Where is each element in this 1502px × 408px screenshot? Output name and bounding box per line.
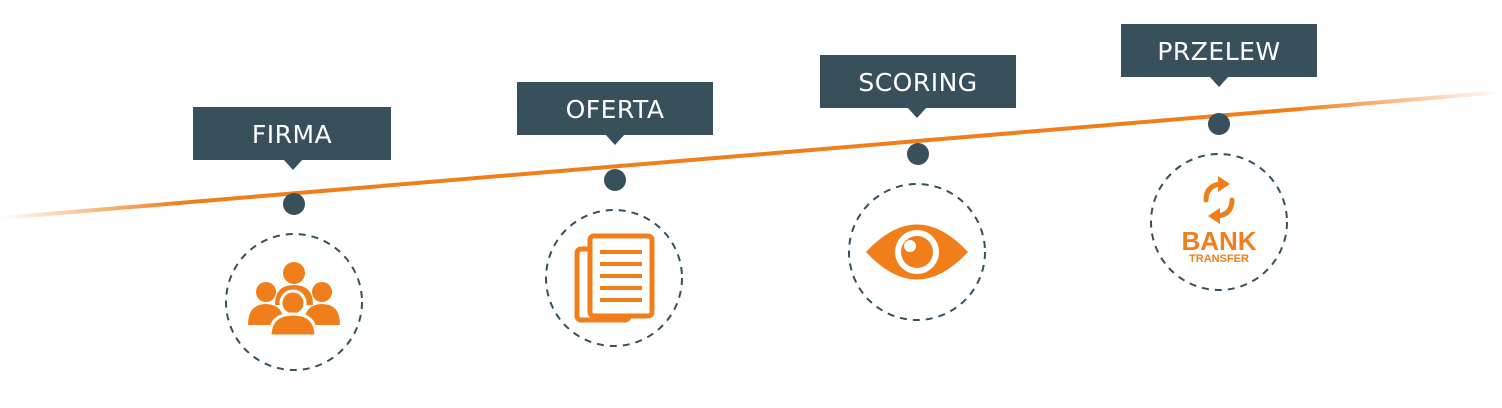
step-dot [604, 169, 626, 191]
people-group-icon [248, 262, 340, 338]
step-icon-ring [225, 233, 363, 371]
step-dot [907, 143, 929, 165]
step-icon-ring [545, 209, 683, 347]
step-label: FIRMA [252, 120, 332, 149]
step-icon-ring [848, 183, 986, 321]
step-firma: FIRMA [193, 107, 391, 371]
step-label: SCORING [858, 68, 977, 97]
documents-icon [574, 233, 655, 323]
transfer-arrows-icon [1203, 181, 1235, 219]
step-label-box [820, 55, 1016, 108]
bank-transfer-icon: BANK TRANSFER [1181, 176, 1257, 265]
step-scoring: SCORING [820, 55, 1016, 321]
step-label-pointer [907, 107, 927, 118]
step-label-box [517, 82, 713, 135]
step-dot [283, 193, 305, 215]
step-przelew: PRZELEW BANK TRANSFER [1121, 24, 1317, 291]
bank-word: BANK [1181, 226, 1256, 256]
step-icon-ring [1150, 153, 1288, 291]
timeline-line [0, 90, 1502, 220]
step-dot [1208, 113, 1230, 135]
step-label-pointer [1209, 76, 1229, 87]
step-label: PRZELEW [1157, 37, 1280, 66]
step-oferta: OFERTA [517, 82, 713, 347]
step-label-pointer [605, 134, 625, 145]
step-label-box [193, 107, 391, 160]
transfer-word: TRANSFER [1189, 253, 1249, 265]
step-label-pointer [283, 159, 303, 170]
eye-icon [866, 224, 968, 280]
step-label: OFERTA [566, 95, 665, 124]
step-label-box [1121, 24, 1317, 77]
